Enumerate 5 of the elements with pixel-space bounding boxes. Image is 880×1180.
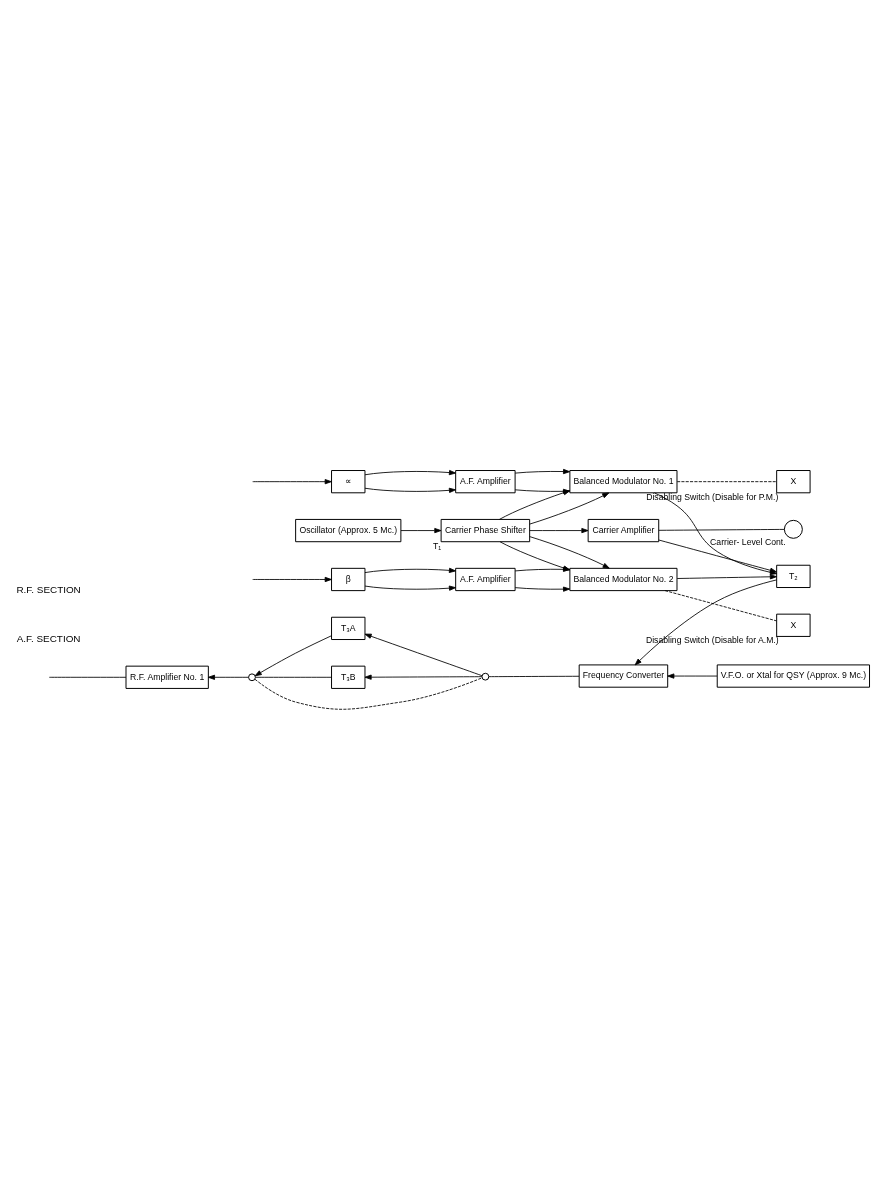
node-label: T₁ xyxy=(432,540,441,551)
label: R.F. SECTION xyxy=(15,583,81,595)
node-label: Disabling Switch (Disable for A.M.) xyxy=(645,635,779,646)
label: A.F. SECTION xyxy=(16,632,80,644)
node-label: Carrier- Level Cont. xyxy=(709,537,786,548)
